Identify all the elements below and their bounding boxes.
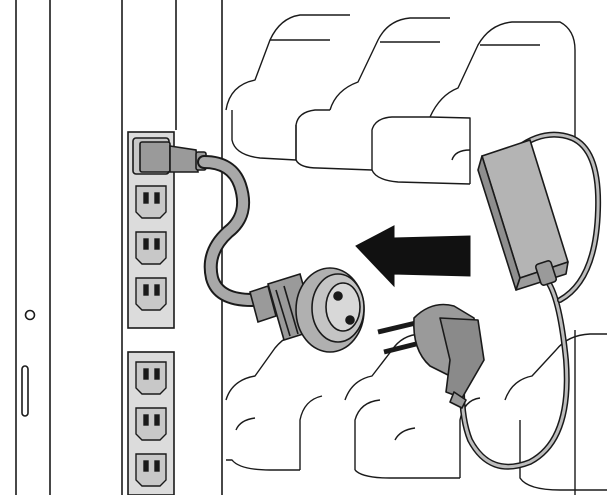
cable-socket — [249, 267, 365, 353]
extension-cable — [197, 155, 259, 307]
shelf-brackets — [225, 14, 607, 495]
iec-connector — [139, 141, 207, 173]
rack-screw-icon — [24, 309, 36, 321]
power-adapter — [477, 139, 569, 291]
pdu-outlet — [135, 277, 167, 311]
pdu-outlet — [135, 231, 167, 265]
socket-hole-icon — [333, 291, 343, 301]
pdu-outlets — [135, 185, 167, 487]
pdu-outlet — [135, 361, 167, 395]
plug-pin — [377, 319, 421, 335]
pdu-outlet — [135, 185, 167, 219]
socket-hole-icon — [345, 315, 355, 325]
pdu-outlet — [135, 407, 167, 441]
adapter-cord — [459, 131, 602, 470]
rack-slot — [21, 365, 29, 417]
schuko-plug — [377, 303, 485, 409]
rack-frame — [15, 0, 223, 495]
adapter-strain-relief — [534, 260, 558, 286]
insertion-arrow — [355, 225, 471, 288]
pdu-outlet — [135, 453, 167, 487]
